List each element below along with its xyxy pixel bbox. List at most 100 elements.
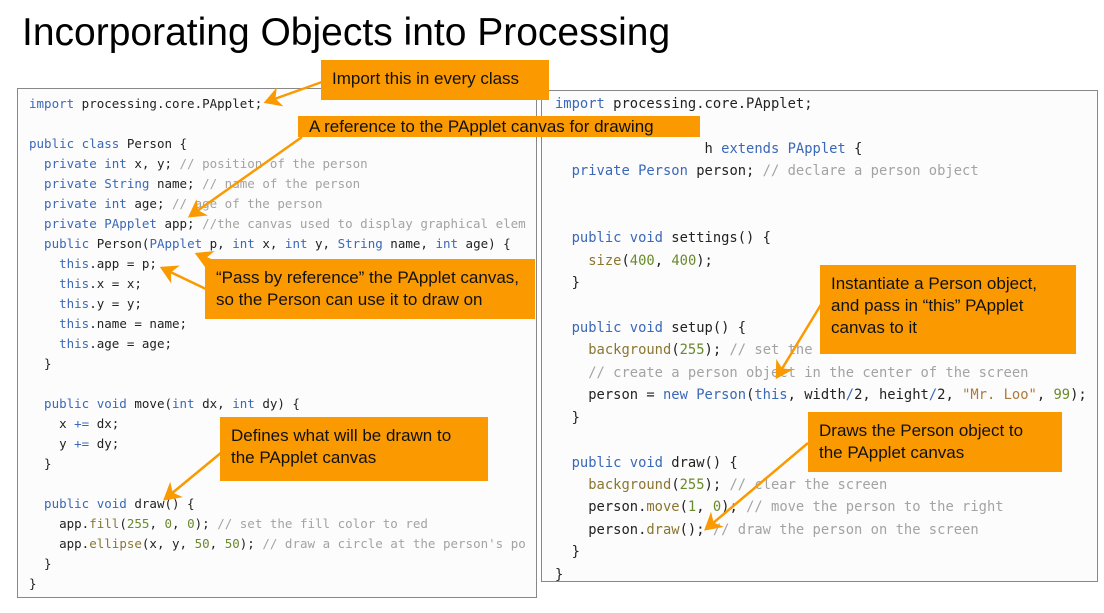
code-token: app.	[29, 516, 90, 531]
code-token: ellipse	[89, 536, 142, 551]
code-token: dx;	[89, 416, 120, 431]
code-line: ​ background(255); // clear the screen	[555, 474, 1087, 496]
code-line: ​ }	[29, 454, 526, 474]
callout-reference: A reference to the PApplet canvas for dr…	[298, 116, 700, 137]
callout-instantiate: Instantiate a Person object, and pass in…	[820, 265, 1076, 354]
code-token: ,	[696, 499, 713, 516]
code-token: , width	[787, 387, 846, 404]
code-token: name;	[149, 176, 203, 191]
code-token: // set the	[729, 342, 813, 359]
arrow-instantiate	[775, 302, 824, 380]
code-token: 99	[1053, 387, 1071, 404]
code-token: .y = y;	[89, 296, 142, 311]
code-token: private String	[29, 176, 150, 191]
code-token: }	[555, 409, 580, 426]
code-token: (	[119, 516, 127, 531]
code-token: int	[435, 236, 459, 251]
code-token: 2,	[937, 387, 963, 404]
code-token: x, y;	[126, 156, 180, 171]
code-line: ​ h extends PApplet {	[555, 138, 1087, 160]
code-line: ​ public void settings() {	[555, 227, 1087, 249]
code-token: 1	[687, 499, 697, 516]
code-line: ​import processing.core.PApplet;	[29, 94, 526, 114]
code-line: ​ private Person person; // declare a pe…	[555, 160, 1087, 182]
code-token: .name = name;	[89, 316, 188, 331]
slide-title: Incorporating Objects into Processing	[22, 11, 671, 54]
callout-import: Import this in every class	[321, 60, 549, 100]
code-token: person.	[555, 499, 647, 516]
code-token: .x = x;	[89, 276, 142, 291]
arrow-import	[263, 80, 323, 107]
code-token: private PApplet	[29, 216, 157, 231]
code-line: ​ public void setup() {	[555, 317, 1087, 339]
code-token: move	[646, 499, 680, 516]
code-line: ​ private PApplet app; //the canvas used…	[29, 214, 526, 234]
code-token: settings() {	[662, 230, 771, 247]
code-token: /	[928, 387, 938, 404]
callout-draws-person: Draws the Person object to the PApplet c…	[808, 412, 1062, 472]
code-token: private int	[29, 156, 127, 171]
code-line: ​ this.x = x;	[29, 274, 526, 294]
code-token: public	[29, 236, 90, 251]
code-token: // declare a person object	[762, 163, 979, 180]
code-token: );	[194, 516, 218, 531]
code-line: ​ this.y = y;	[29, 294, 526, 314]
code-token: x	[29, 416, 75, 431]
code-token: 400	[629, 252, 655, 269]
code-token: Person {	[119, 136, 188, 151]
code-token: public void	[555, 230, 663, 247]
code-line: ​import processing.core.PApplet;	[555, 93, 1087, 115]
code-token: app.	[29, 536, 90, 551]
code-token: import	[29, 96, 75, 111]
code-token: }	[29, 456, 52, 471]
code-token: this	[29, 276, 90, 291]
code-token: import	[555, 96, 605, 112]
code-token: y	[29, 436, 75, 451]
code-token: int	[232, 396, 255, 411]
sketch-class-code: ​import processing.core.PApplet;​​ h ext…	[555, 93, 1087, 586]
code-token: .app = p;	[89, 256, 157, 271]
code-token: Person(	[89, 236, 150, 251]
code-line: ​ private int age; // age of the person	[29, 194, 526, 214]
code-line: ​ private int x, y; // position of the p…	[29, 154, 526, 174]
code-line: ​}	[555, 564, 1087, 586]
code-token: 2, height	[854, 387, 929, 404]
code-line: ​ }	[555, 541, 1087, 563]
code-token: dx,	[194, 396, 233, 411]
callout-defines-draw: Defines what will be drawn to the PApple…	[220, 417, 488, 481]
code-token: int	[172, 396, 195, 411]
code-token: {	[845, 140, 863, 157]
code-token: }	[29, 356, 52, 371]
code-token: private int	[29, 196, 127, 211]
code-token: ,	[654, 252, 672, 269]
code-token: public void	[555, 320, 663, 337]
code-token: (	[679, 499, 688, 516]
code-token: name,	[382, 236, 436, 251]
code-line: ​ }	[555, 407, 1087, 429]
callout-pass-by-reference: “Pass by reference” the PApplet canvas, …	[205, 259, 535, 319]
code-token: // move the person to the right	[746, 499, 1004, 516]
code-token: //the canvas used to display graphical e…	[202, 216, 526, 231]
code-line: ​ app.ellipse(x, y, 50, 50); // draw a c…	[29, 534, 526, 554]
code-token: ,	[1036, 387, 1054, 404]
code-line: ​ public void draw() {	[29, 494, 526, 514]
code-line: ​public class Person {	[29, 134, 526, 154]
code-token: ,	[149, 516, 165, 531]
code-token: );	[704, 476, 730, 493]
code-token: app;	[156, 216, 203, 231]
code-token: (	[621, 252, 630, 269]
code-token: ,	[172, 516, 188, 531]
code-line: ​ this.app = p;	[29, 254, 526, 274]
code-token: ,	[209, 536, 225, 551]
code-token: x,	[254, 236, 285, 251]
code-token: PApplet	[149, 236, 203, 251]
code-line: ​}	[29, 574, 526, 594]
person-class-code-panel: ​import processing.core.PApplet;​​public…	[17, 88, 537, 598]
code-token: }	[555, 544, 580, 561]
code-token: // draw the person on the screen	[712, 521, 979, 538]
code-token: age) {	[458, 236, 511, 251]
sketch-class-code-panel: ​import processing.core.PApplet;​​ h ext…	[541, 90, 1098, 583]
code-token: (x, y,	[141, 536, 195, 551]
code-token: public void	[555, 454, 663, 471]
code-token: this	[29, 336, 90, 351]
